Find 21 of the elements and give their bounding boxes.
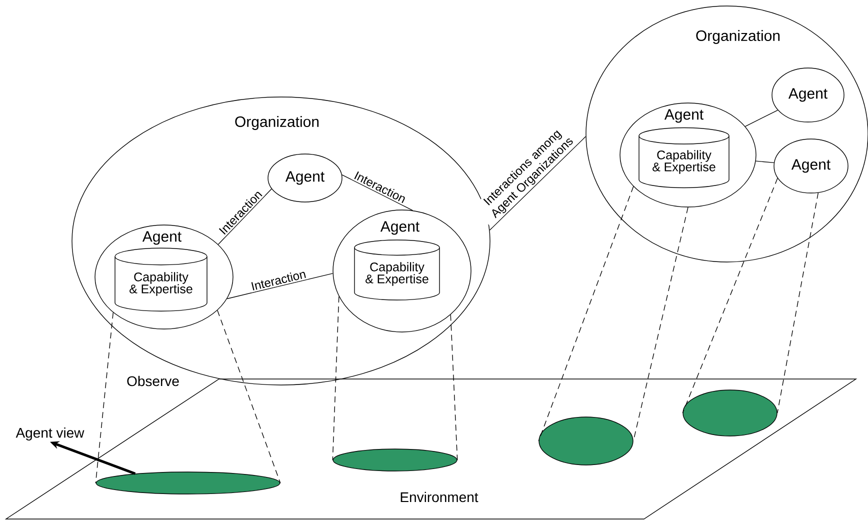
projection-line <box>682 178 778 414</box>
edge-label: Interaction <box>248 267 309 293</box>
projection-line <box>538 186 634 442</box>
view-ellipse <box>96 472 280 494</box>
connector-line <box>744 110 778 127</box>
connector-line <box>342 174 414 211</box>
connector-line <box>489 136 586 230</box>
connector-line <box>756 160 774 164</box>
projection-line <box>217 310 281 484</box>
connector-line <box>218 188 272 245</box>
connector-line <box>226 273 334 300</box>
projection-line <box>450 314 458 460</box>
database-cylinder: Capability & Expertise <box>354 240 440 300</box>
database-cylinder: Capability & Expertise <box>638 127 730 188</box>
text-label: Observe <box>127 376 179 386</box>
view-ellipse <box>332 448 458 472</box>
text-label: Agent view <box>16 427 84 441</box>
database-cylinder: Capability & Expertise <box>114 248 208 312</box>
projection-line <box>332 296 340 460</box>
view-ellipse <box>538 416 634 466</box>
view-ellipse <box>682 390 778 436</box>
